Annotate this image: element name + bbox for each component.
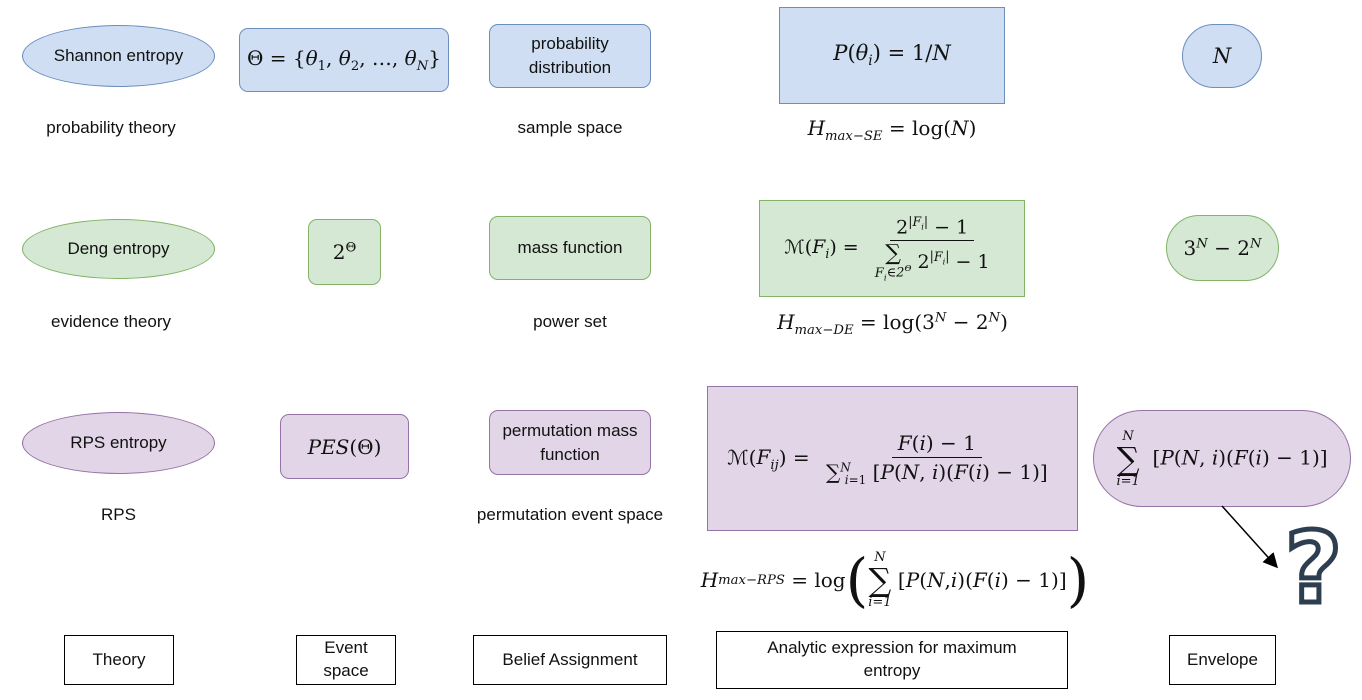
- deng-belief-node[interactable]: mass function: [489, 216, 651, 280]
- rps-space-label: permutation event space: [476, 505, 664, 524]
- rps-belief-label: permutation mass function: [502, 420, 638, 464]
- shannon-envelope-formula: N: [1212, 44, 1232, 68]
- rps-entropy-node[interactable]: RPS entropy: [22, 412, 215, 474]
- shannon-envelope-node[interactable]: N: [1182, 24, 1262, 88]
- shannon-event-space-node[interactable]: Θ = {θ1, θ2, …, θN}: [239, 28, 449, 92]
- deng-belief-label: mass function: [517, 238, 623, 257]
- rps-entropy-label: RPS entropy: [70, 433, 167, 452]
- footer-belief-assignment[interactable]: Belief Assignment: [473, 635, 667, 685]
- footer-theory[interactable]: Theory: [64, 635, 174, 685]
- rps-assignment-node[interactable]: ℳ(Fij) = F(i) − 1 ∑Ni=1 [P(N, i)(F(i) − …: [707, 386, 1078, 531]
- shannon-belief-label: probability distribution: [528, 34, 612, 77]
- shannon-assignment-formula: P(θi) = 1/N: [833, 41, 951, 70]
- footer-envelope-label: Envelope: [1187, 649, 1258, 669]
- shannon-belief-node[interactable]: probability distribution: [489, 24, 651, 88]
- rps-belief-node[interactable]: permutation mass function: [489, 410, 651, 475]
- deng-assignment-node[interactable]: ℳ(Fi) = 2|Fi| − 1 ∑Fi∈2Θ 2|Fi| − 1: [759, 200, 1025, 297]
- deng-envelope-node[interactable]: 3N − 2N: [1166, 215, 1279, 281]
- shannon-assignment-node[interactable]: P(θi) = 1/N: [779, 7, 1005, 104]
- shannon-space-label: sample space: [517, 118, 623, 137]
- rps-event-space-node[interactable]: PES(Θ): [280, 414, 409, 479]
- deng-envelope-formula: 3N − 2N: [1183, 236, 1262, 260]
- shannon-entropy-label: Shannon entropy: [53, 46, 184, 65]
- deng-space-label: power set: [533, 312, 607, 331]
- rps-envelope-formula: N∑i=1 [P(N, i)(F(i) − 1)]: [1116, 428, 1328, 489]
- shannon-event-space-formula: Θ = {θ1, θ2, …, θN}: [247, 46, 441, 74]
- rps-envelope-node[interactable]: N∑i=1 [P(N, i)(F(i) − 1)]: [1093, 410, 1351, 507]
- deng-entropy-label: Deng entropy: [67, 239, 170, 258]
- footer-analytic-label: Analytic expression for maximum entropy: [767, 638, 1017, 680]
- footer-event-space-label: Event space: [323, 638, 369, 680]
- shannon-max-entropy: Hmax−SE = log(N): [807, 116, 977, 144]
- footer-event-space[interactable]: Event space: [296, 635, 396, 685]
- deng-assignment-formula: ℳ(Fi) = 2|Fi| − 1 ∑Fi∈2Θ 2|Fi| − 1: [784, 214, 990, 284]
- shannon-theory-label: probability theory: [46, 118, 176, 137]
- rps-theory-label: RPS: [101, 505, 136, 524]
- footer-theory-label: Theory: [92, 649, 146, 669]
- unknown-question-mark: ?: [1283, 512, 1345, 626]
- deng-theory-label: evidence theory: [50, 312, 172, 331]
- shannon-entropy-node[interactable]: Shannon entropy: [22, 25, 215, 87]
- rps-event-space-formula: PES(Θ): [307, 434, 382, 459]
- footer-analytic-expression[interactable]: Analytic expression for maximum entropy: [716, 631, 1068, 689]
- deng-max-entropy: Hmax−DE = log(3N − 2N): [777, 310, 1008, 338]
- deng-event-space-node[interactable]: 2Θ: [308, 219, 381, 285]
- footer-envelope[interactable]: Envelope: [1169, 635, 1276, 685]
- deng-entropy-node[interactable]: Deng entropy: [22, 219, 215, 279]
- arrow-to-unknown: [1221, 505, 1279, 569]
- rps-assignment-formula: ℳ(Fij) = F(i) − 1 ∑Ni=1 [P(N, i)(F(i) − …: [727, 430, 1048, 487]
- footer-belief-label: Belief Assignment: [502, 649, 638, 669]
- deng-event-space-formula: 2Θ: [332, 240, 357, 264]
